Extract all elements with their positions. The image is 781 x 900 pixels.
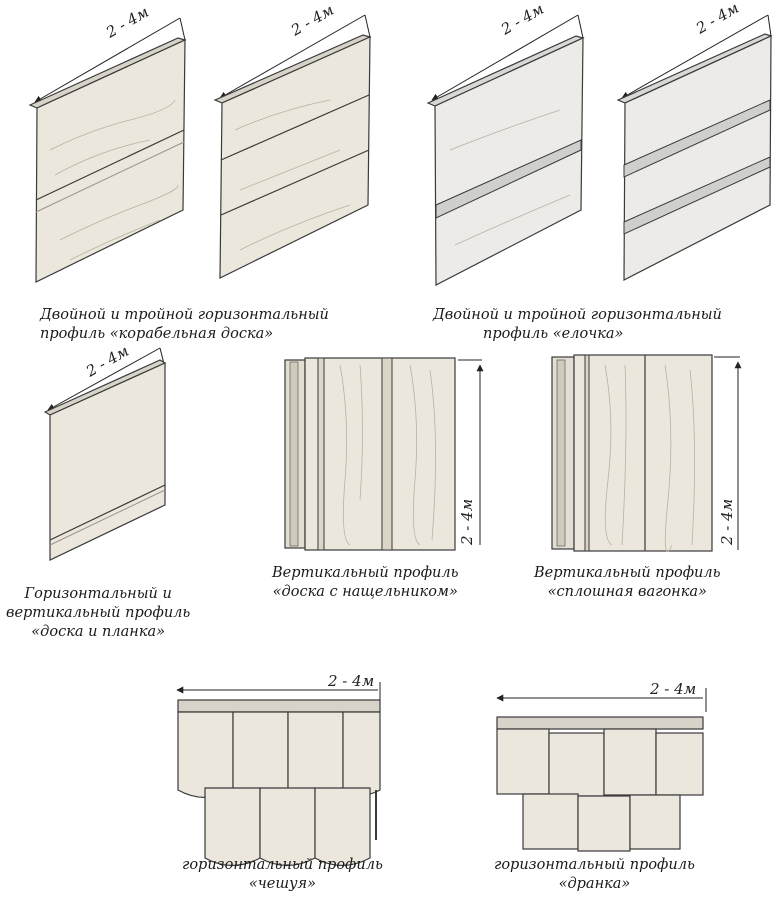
caption-line: Двойной и тройной горизонтальный <box>433 307 722 323</box>
shingle-tile <box>522 793 579 850</box>
ship-board-profile-1: 2 - 4м <box>28 3 187 283</box>
scale-tile <box>314 787 371 867</box>
shingle-tile <box>629 794 681 850</box>
scales-profile: 2 - 4м <box>176 672 381 867</box>
ship-board-profile-2: 2 - 4м <box>213 1 372 279</box>
caption-line: «сплошная вагонка» <box>547 584 707 600</box>
caption-line: Горизонтальный и <box>24 586 172 602</box>
dimension-line <box>431 14 579 101</box>
shingle-profile: 2 - 4м <box>496 680 707 852</box>
scale-tile <box>259 787 316 867</box>
dimension-line <box>34 17 181 103</box>
caption-shingle: горизонтальный профиль «дранка» <box>494 856 695 894</box>
caption-line: горизонтальный профиль <box>182 857 383 873</box>
dimension-label: 2 - 4м <box>718 499 736 546</box>
dimension-label: 2 - 4м <box>327 672 374 690</box>
caption-line: «доска с нащельником» <box>272 584 458 600</box>
herringbone-profile-2: 2 - 4м <box>616 0 773 281</box>
herringbone-profile-1: 2 - 4м <box>426 0 585 286</box>
shingle-tile <box>548 732 605 797</box>
dimension-line <box>219 14 366 99</box>
scale-tile <box>204 787 261 867</box>
caption-line: «чешуя» <box>248 876 316 892</box>
shingle-tile <box>496 728 550 795</box>
caption-board-with-batten: Вертикальный профиль «доска с нащельнико… <box>272 564 459 602</box>
shingle-tile <box>603 728 657 796</box>
scale-tile <box>232 711 289 799</box>
panel-body <box>434 37 584 286</box>
panel-body <box>573 354 713 552</box>
caption-line: Вертикальный профиль <box>534 565 721 581</box>
caption-line: горизонтальный профиль <box>494 857 695 873</box>
caption-line: профиль «елочка» <box>483 326 624 342</box>
board-with-batten-profile: 2 - 4м <box>284 357 484 551</box>
top-strip <box>177 699 381 713</box>
top-strip <box>496 716 704 730</box>
caption-scales: горизонтальный профиль «чешуя» <box>182 856 383 894</box>
caption-ship-board: Двойной и тройной горизонтальный профиль… <box>40 306 329 344</box>
caption-line: «доска и планка» <box>31 624 165 640</box>
solid-lining-profile: 2 - 4м <box>551 354 742 552</box>
caption-line: вертикальный профиль <box>6 605 191 621</box>
panel-body <box>35 39 186 283</box>
dimension-label: 2 - 4м <box>497 0 547 39</box>
scale-tile <box>177 711 234 799</box>
panel-body <box>49 362 166 561</box>
board-and-plank-profile: 2 - 4м <box>43 342 167 561</box>
caption-line: Двойной и тройной горизонтальный <box>40 307 329 323</box>
shingle-tile <box>577 795 631 852</box>
caption-solid-lining: Вертикальный профиль «сплошная вагонка» <box>534 564 721 602</box>
caption-line: Вертикальный профиль <box>272 565 459 581</box>
dimension-line <box>47 347 161 411</box>
scale-tile <box>287 711 344 799</box>
caption-line: «дранка» <box>558 876 631 892</box>
dimension-label: 2 - 4м <box>287 1 337 40</box>
dimension-label: 2 - 4м <box>102 3 152 42</box>
dimension-label: 2 - 4м <box>649 680 696 698</box>
caption-line: профиль «корабельная доска» <box>40 326 274 342</box>
dimension-label: 2 - 4м <box>692 0 742 38</box>
scale-tile <box>342 711 381 796</box>
caption-herringbone: Двойной и тройной горизонтальный профиль… <box>433 306 722 344</box>
caption-board-and-plank: Горизонтальный и вертикальный профиль «д… <box>6 585 190 642</box>
panel-body <box>623 35 772 281</box>
shingle-tile <box>655 732 704 796</box>
panel-body <box>219 36 371 279</box>
dimension-line <box>621 14 769 99</box>
dimension-label: 2 - 4м <box>458 499 476 546</box>
dimension-label: 2 - 4м <box>82 342 132 381</box>
panel-body <box>304 357 456 551</box>
